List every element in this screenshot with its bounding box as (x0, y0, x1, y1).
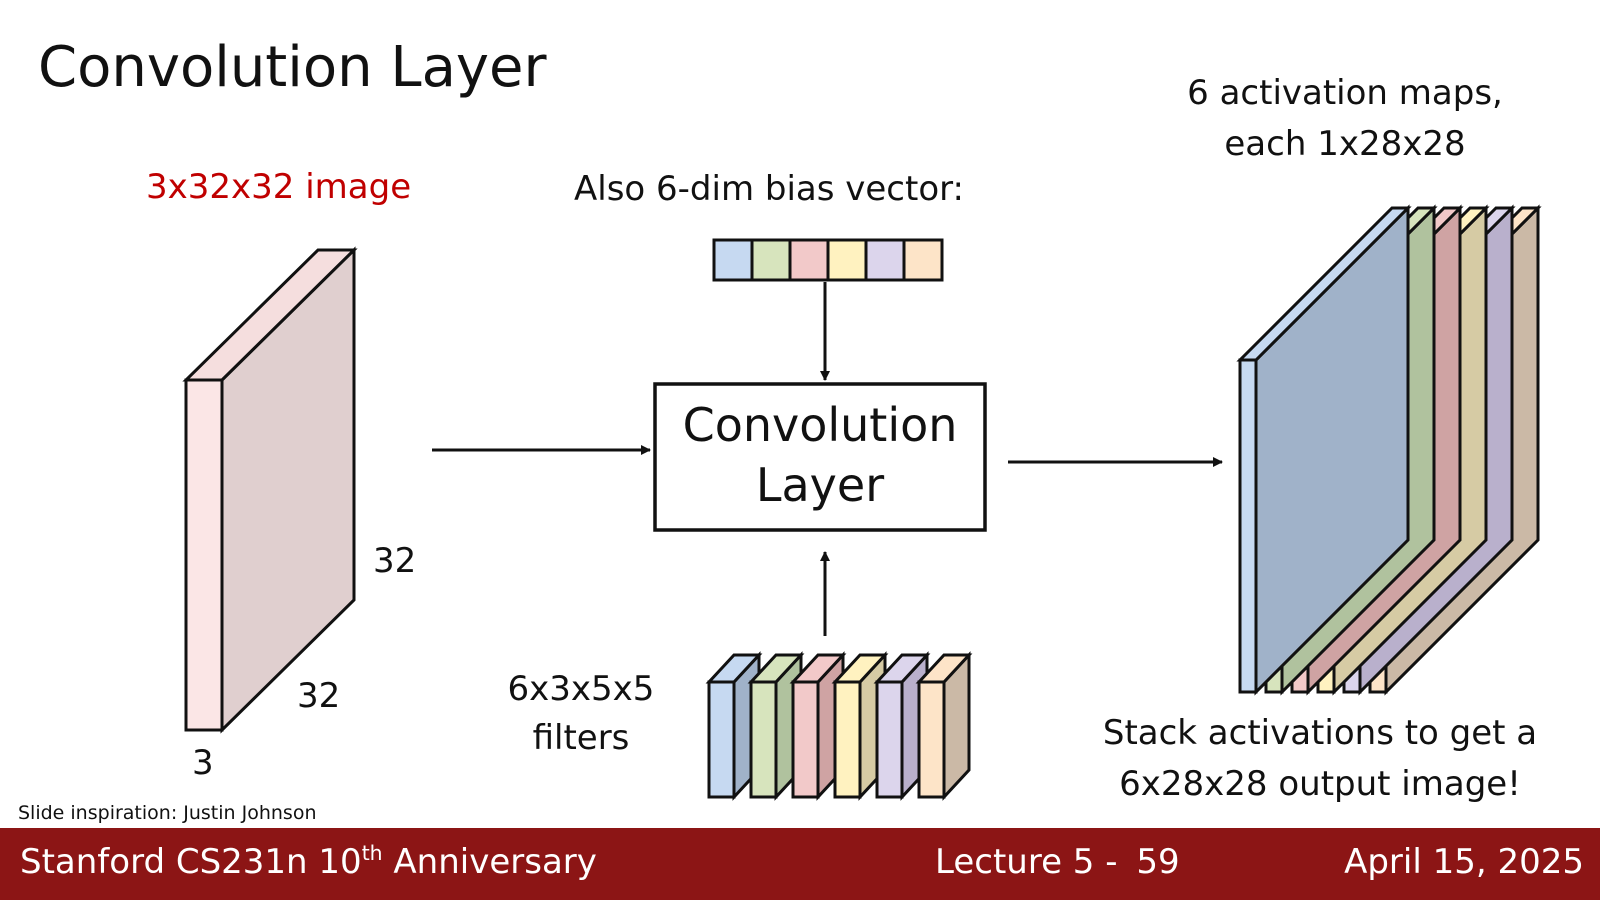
bias-cell-5 (864, 238, 906, 282)
stack-label-line2: 6x28x28 output image! (1119, 763, 1521, 804)
output-activation-stack (1236, 204, 1542, 696)
input-image-label: 3x32x32 image (146, 167, 412, 207)
filter-6 (915, 651, 973, 801)
filter-front (917, 680, 946, 799)
footer-lecture: Lecture 5 - 59 (935, 842, 1180, 883)
filters-label-line1: 6x3x5x5 (507, 669, 655, 709)
slide-title: Convolution Layer (38, 35, 547, 100)
filter-front (707, 680, 736, 799)
bias-vector-label: Also 6-dim bias vector: (574, 169, 964, 209)
filters-label-line2: filters (532, 717, 630, 758)
bias-cell-3 (788, 238, 830, 282)
stack-activations-label: Stack activations to get a 6x28x28 outpu… (1070, 712, 1570, 805)
filters-label: 6x3x5x5 filters (488, 668, 674, 759)
footer-course-suffix: Anniversary (382, 842, 597, 882)
convolution-layer-box (653, 382, 987, 532)
footer-date: April 15, 2025 (1344, 842, 1584, 882)
activation-maps-label-line2: each 1x28x28 (1224, 123, 1466, 164)
stack-label-line1: Stack activations to get a (1102, 713, 1538, 753)
footer-lecture-label: Lecture 5 - (935, 842, 1118, 882)
activation-maps-label-line1: 6 activation maps, (1187, 73, 1503, 113)
bias-vector (712, 238, 944, 282)
filter-front (749, 680, 778, 799)
dim-depth-label: 3 (192, 743, 214, 783)
input-volume-side (220, 246, 356, 734)
footer-course-sup: th (361, 840, 383, 865)
bias-cell-6 (902, 238, 944, 282)
input-volume-front (184, 378, 224, 732)
convolution-layer-label: Convolution Layer (655, 396, 985, 516)
input-image-volume (182, 246, 358, 734)
filters-stack (705, 651, 973, 801)
filter-front (875, 680, 904, 799)
footer-page-number: 59 (1136, 842, 1180, 882)
activation-map-1 (1236, 204, 1412, 696)
activation-maps-label: 6 activation maps, each 1x28x28 (1160, 72, 1530, 165)
convolution-layer-label-line1: Convolution (682, 398, 958, 452)
filter-front (833, 680, 862, 799)
slide-footer: Stanford CS231n 10th Anniversary Lecture… (0, 828, 1600, 900)
filter-front (791, 680, 820, 799)
convolution-layer-label-line2: Layer (755, 457, 885, 512)
footer-course-prefix: Stanford CS231n 10 (20, 842, 362, 882)
activation-map-front (1238, 358, 1258, 694)
bias-cell-2 (750, 238, 792, 282)
dim-height-label: 32 (373, 541, 417, 581)
footer-course: Stanford CS231n 10th Anniversary (20, 842, 597, 883)
dim-width-label: 32 (297, 676, 341, 716)
convolution-diagram (182, 204, 1542, 801)
bias-cell-1 (712, 238, 754, 282)
slide-credit: Slide inspiration: Justin Johnson (18, 802, 317, 824)
bias-cell-4 (826, 238, 868, 282)
